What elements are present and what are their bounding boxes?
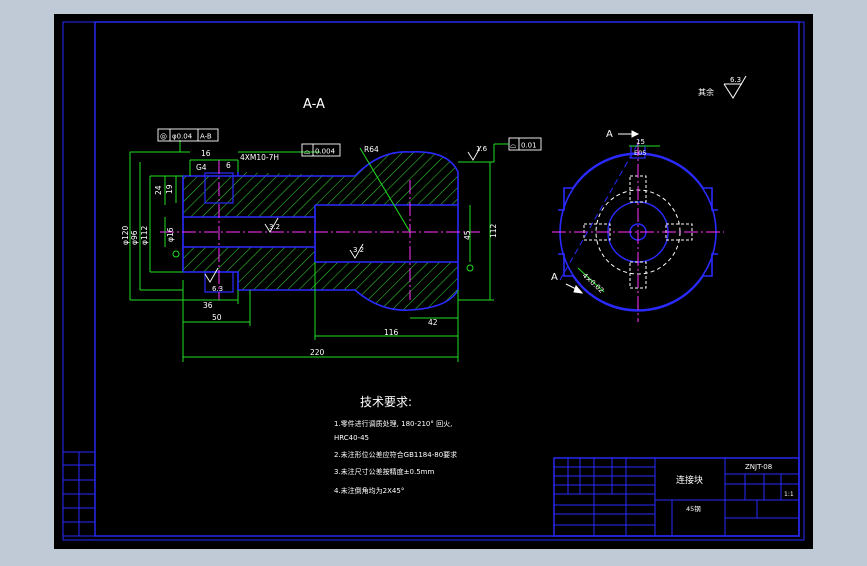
datum-markers <box>172 250 474 272</box>
surface-mark-3: 6.3 <box>204 267 223 293</box>
section-title: A-A <box>303 97 325 112</box>
dim-220: 220 <box>310 348 325 357</box>
section-dimension-lines <box>129 140 494 362</box>
dim-42: 42 <box>428 318 438 327</box>
end-view-center-lines <box>552 142 724 322</box>
section-arrow-a-bottom: A <box>551 272 558 283</box>
tolerance-1-value: φ0.04 <box>172 133 193 141</box>
tech-req-line-1: 1.零件进行调质处理, 180-210° 回火, <box>334 419 452 428</box>
section-dimension-texts: 36 50 220 116 42 R64 4XM10-7H G4 16 6 24… <box>121 145 498 357</box>
tolerance-2-symbol: ⌓ <box>304 147 311 156</box>
dim-g4: G4 <box>196 163 207 172</box>
inner-frame <box>94 21 800 537</box>
tolerance-frame-1: ◎ φ0.04 A-B <box>157 128 219 142</box>
tolerance-1-datum: A-B <box>200 133 212 141</box>
dim-phi120: φ120 <box>121 226 130 245</box>
surface-mark-1-value: 3.2 <box>269 223 280 231</box>
tech-req-line-4: 3.未注尺寸公差按精度±0.5mm <box>334 467 434 476</box>
side-strip <box>62 451 96 537</box>
tolerance-3-symbol: ⌓ <box>510 141 517 150</box>
technical-requirements: 技术要求: 1.零件进行调质处理, 180-210° 回火, HRC40-45 … <box>334 395 457 495</box>
dim-36: 36 <box>203 301 213 310</box>
dim-24: 24 <box>154 185 163 195</box>
title-block-texts: 连接块 ZNJT-08 45钢 1:1 <box>676 463 794 513</box>
dim-r64: R64 <box>364 145 379 154</box>
tolerance-1-symbol: ◎ <box>160 132 167 141</box>
dim-phi112: φ112 <box>140 226 149 245</box>
dim-6: 6 <box>226 161 231 170</box>
tolerance-3-value: 0.01 <box>521 142 537 150</box>
end-view-dim-15: 15 <box>636 138 645 146</box>
general-roughness: 其余 6.3 <box>698 75 747 99</box>
dim-116: 116 <box>384 328 399 337</box>
roughness-value: 6.3 <box>730 76 741 84</box>
tech-req-line-3: 2.未注形位公差应符合GB1184-80要求 <box>334 450 457 459</box>
section-arrow-a-top: A <box>606 129 613 140</box>
tech-req-line-5: 4.未注倒角均为2X45° <box>334 486 404 495</box>
drawing-number: ZNJT-08 <box>745 463 772 471</box>
dim-16: 16 <box>201 149 211 158</box>
section-center-lines <box>160 160 480 300</box>
surface-mark-4: 1.6 <box>467 145 488 161</box>
tech-req-line-2: HRC40-45 <box>334 434 369 442</box>
surface-mark-2-value: 3.2 <box>353 246 364 254</box>
tolerance-2-value: 0.004 <box>315 148 336 156</box>
dim-phi16: φ16 <box>166 227 175 242</box>
dim-19: 19 <box>165 184 174 194</box>
part-name: 连接块 <box>676 474 703 486</box>
surface-mark-1: 3.2 <box>264 217 280 233</box>
dim-thread: 4XM10-7H <box>240 153 279 162</box>
dim-50: 50 <box>212 313 222 322</box>
material: 45钢 <box>686 505 701 513</box>
dim-phi96: φ96 <box>130 230 139 245</box>
tolerance-frame-3: ⌓ 0.01 <box>493 137 542 162</box>
tolerance-frame-2: ⌓ 0.004 <box>301 143 341 157</box>
section-arrows <box>565 130 640 294</box>
surface-mark-4-value: 1.6 <box>476 145 488 153</box>
dim-112: 112 <box>489 223 498 238</box>
end-view-dim-e05: E05 <box>634 149 646 157</box>
end-view-outline <box>558 152 718 312</box>
roughness-label: 其余 <box>698 87 714 97</box>
surface-mark-3-value: 6.3 <box>212 285 223 293</box>
section-cut-line <box>559 139 641 281</box>
surface-mark-2: 3.2 <box>349 243 364 259</box>
tech-req-title: 技术要求: <box>360 395 412 409</box>
dim-45: 45 <box>463 230 472 240</box>
title-block <box>553 457 800 537</box>
scale: 1:1 <box>784 491 794 498</box>
section-contour <box>182 151 459 311</box>
